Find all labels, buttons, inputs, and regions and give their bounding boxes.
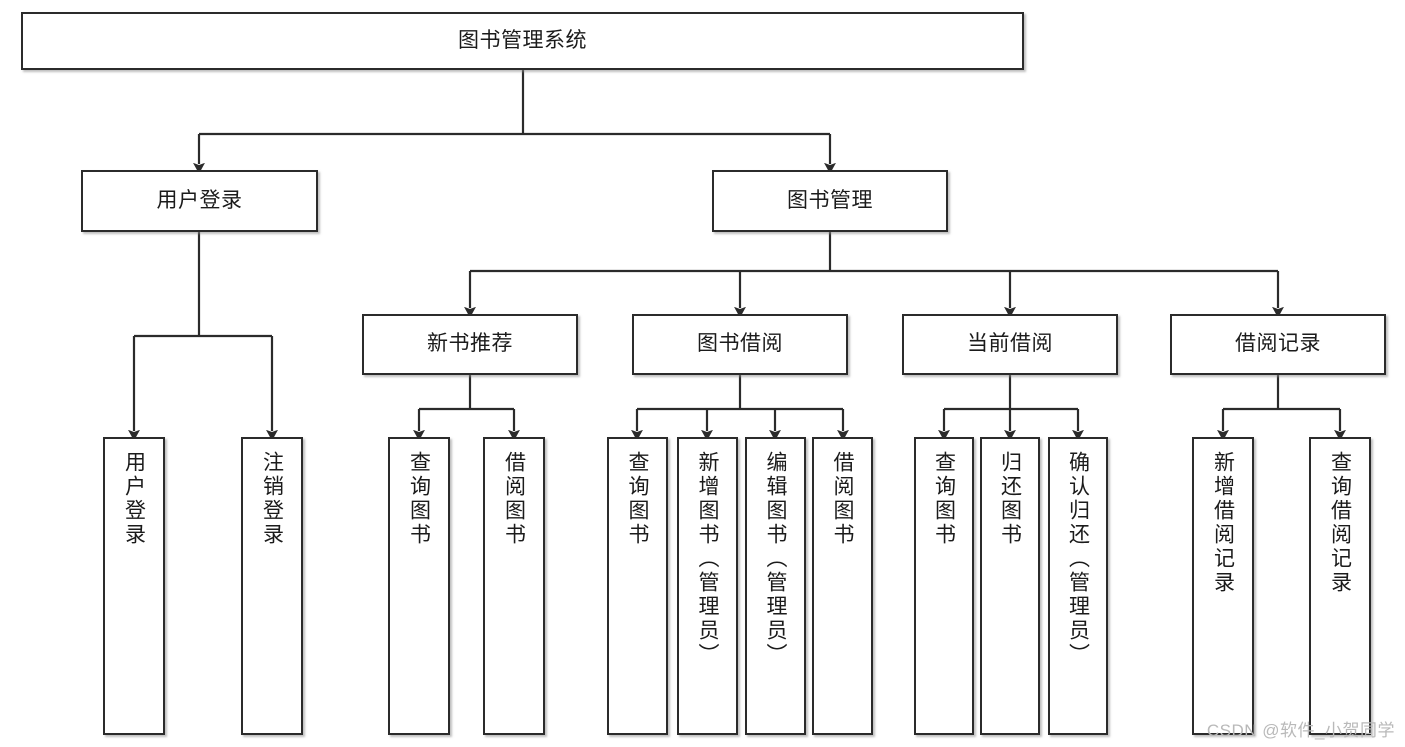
node-label: 图书管理系统 bbox=[458, 28, 587, 52]
node-label: 用户登录 bbox=[122, 451, 146, 547]
node-leaf-book-borrow-add-book-admin[interactable]: 新增图书（管理员） bbox=[677, 437, 738, 735]
node-book-management[interactable]: 图书管理 bbox=[712, 170, 948, 232]
node-label: 借阅图书 bbox=[831, 451, 854, 547]
node-label: 注销登录 bbox=[260, 451, 284, 547]
node-label: 借阅图书 bbox=[502, 451, 526, 547]
node-leaf-borrow-record-query-record[interactable]: 查询借阅记录 bbox=[1309, 437, 1371, 735]
node-label: 确认归还（管理员） bbox=[1066, 451, 1090, 667]
node-label: 新书推荐 bbox=[427, 332, 513, 356]
node-borrow-record[interactable]: 借阅记录 bbox=[1170, 314, 1386, 375]
node-label: 图书管理 bbox=[787, 188, 873, 212]
node-label: 新增借阅记录 bbox=[1211, 451, 1235, 595]
node-label: 当前借阅 bbox=[967, 332, 1053, 356]
node-label: 图书借阅 bbox=[697, 332, 783, 356]
node-leaf-borrow-record-add-record[interactable]: 新增借阅记录 bbox=[1192, 437, 1254, 735]
node-leaf-book-borrow-borrow-book[interactable]: 借阅图书 bbox=[812, 437, 873, 735]
node-label: 查询图书 bbox=[932, 451, 956, 547]
node-leaf-book-borrow-query-book[interactable]: 查询图书 bbox=[607, 437, 668, 735]
node-label: 查询图书 bbox=[407, 451, 431, 547]
node-leaf-new-book-query-book[interactable]: 查询图书 bbox=[388, 437, 450, 735]
node-leaf-user-login-logout[interactable]: 注销登录 bbox=[241, 437, 303, 735]
node-book-borrow[interactable]: 图书借阅 bbox=[632, 314, 848, 375]
node-label: 新增图书（管理员） bbox=[696, 451, 719, 667]
node-new-book-recommend[interactable]: 新书推荐 bbox=[362, 314, 578, 375]
node-leaf-current-borrow-confirm-return-admin[interactable]: 确认归还（管理员） bbox=[1048, 437, 1108, 735]
watermark: CSDN @软件_小贺同学 bbox=[1206, 721, 1395, 740]
node-label: 编辑图书（管理员） bbox=[764, 451, 787, 667]
node-current-borrow[interactable]: 当前借阅 bbox=[902, 314, 1118, 375]
node-leaf-user-login-login[interactable]: 用户登录 bbox=[103, 437, 165, 735]
node-leaf-current-borrow-query-book[interactable]: 查询图书 bbox=[914, 437, 974, 735]
node-label: 查询借阅记录 bbox=[1328, 451, 1352, 595]
node-label: 查询图书 bbox=[626, 451, 649, 547]
node-leaf-new-book-borrow-book[interactable]: 借阅图书 bbox=[483, 437, 545, 735]
node-label: 用户登录 bbox=[156, 188, 243, 212]
node-label: 归还图书 bbox=[998, 451, 1022, 547]
node-root-book-management-system[interactable]: 图书管理系统 bbox=[21, 12, 1024, 70]
node-leaf-current-borrow-return-book[interactable]: 归还图书 bbox=[980, 437, 1040, 735]
node-user-login[interactable]: 用户登录 bbox=[81, 170, 318, 232]
node-leaf-book-borrow-edit-book-admin[interactable]: 编辑图书（管理员） bbox=[745, 437, 806, 735]
node-label: 借阅记录 bbox=[1235, 332, 1321, 356]
